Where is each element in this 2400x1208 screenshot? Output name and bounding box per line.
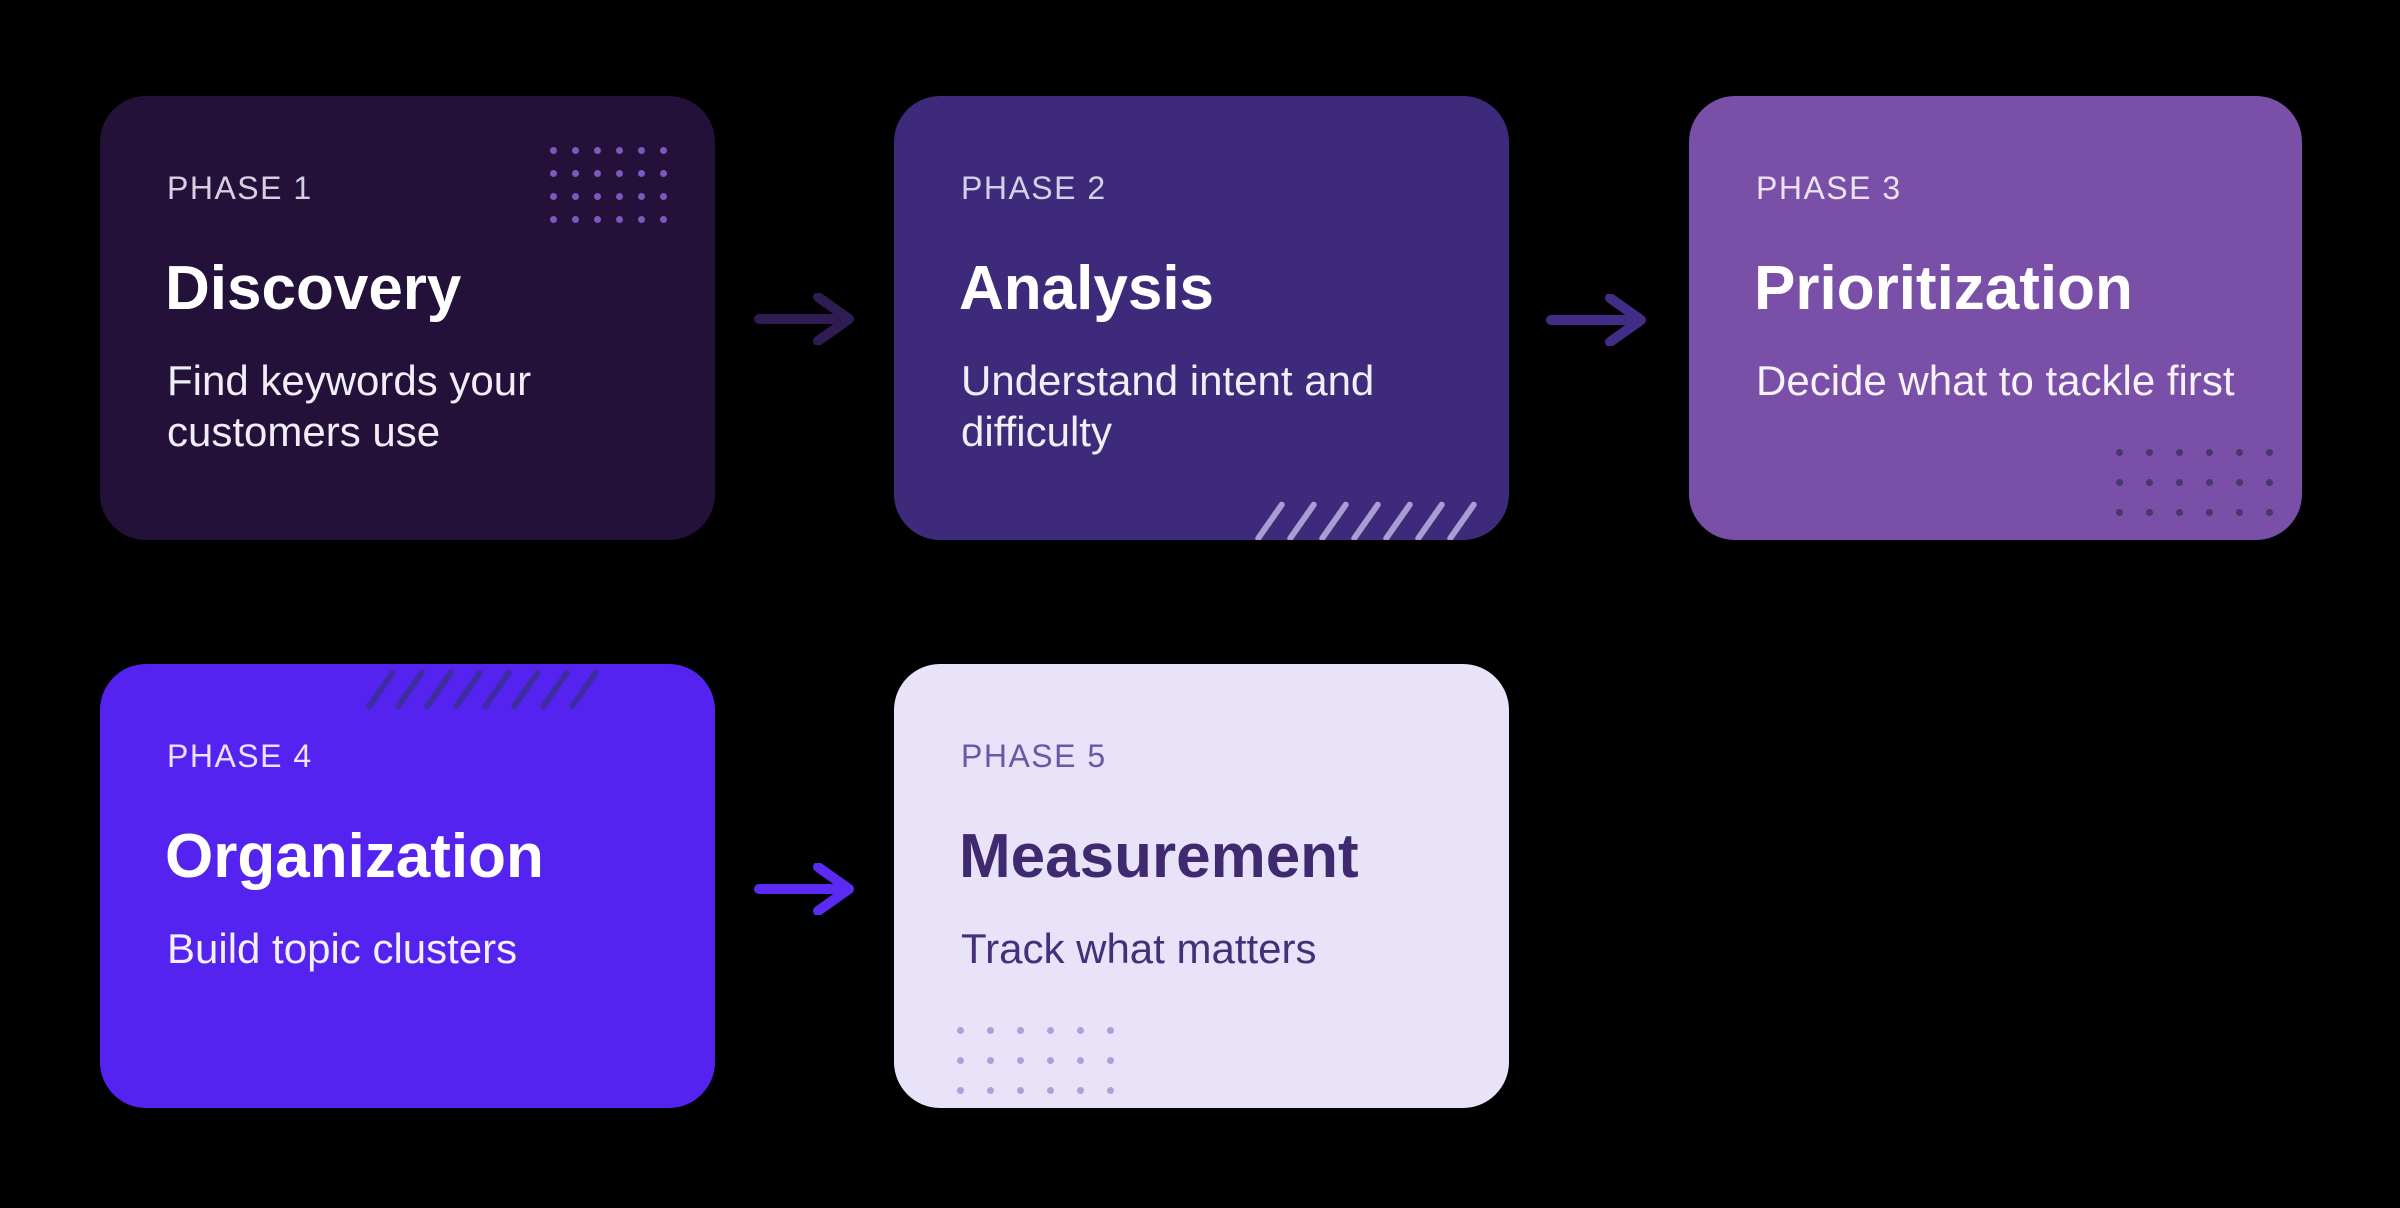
- phase-title: Prioritization: [1754, 254, 2133, 323]
- phase-label: PHASE 1: [167, 170, 313, 206]
- slashes-pattern: [1254, 497, 1478, 540]
- phase-label: PHASE 2: [961, 170, 1107, 206]
- slashes-pattern: [365, 665, 600, 713]
- phase-description: Find keywords your customers use: [167, 357, 532, 455]
- phase-description: Track what matters: [961, 925, 1317, 972]
- phase-title: Discovery: [165, 254, 462, 323]
- phase-card-measurement: PHASE 5 Measurement Track what matters: [894, 664, 1509, 1108]
- phase-card-discovery: PHASE 1 Discovery Find keywords your cus…: [100, 96, 715, 540]
- dots-pattern: [957, 1027, 1114, 1094]
- phase-card-analysis: PHASE 2 Analysis Understand intent and d…: [894, 96, 1509, 540]
- phase-card-prioritization: PHASE 3 Prioritization Decide what to ta…: [1689, 96, 2302, 540]
- phase-description: Understand intent and difficulty: [961, 357, 1375, 455]
- phase-description: Decide what to tackle first: [1756, 357, 2235, 404]
- phase-description: Build topic clusters: [167, 925, 518, 972]
- phase-label: PHASE 3: [1756, 170, 1902, 206]
- dots-pattern: [550, 147, 667, 223]
- arrow-right-icon: [754, 863, 854, 915]
- phase-title: Measurement: [959, 822, 1359, 891]
- arrow-right-icon: [754, 293, 854, 345]
- phase-title: Analysis: [959, 254, 1215, 323]
- phase-label: PHASE 4: [167, 738, 313, 774]
- phase-label: PHASE 5: [961, 738, 1107, 774]
- phase-title: Organization: [165, 822, 544, 891]
- dots-pattern: [2116, 449, 2273, 516]
- arrow-right-icon: [1546, 294, 1646, 346]
- phase-card-organization: PHASE 4 Organization Build topic cluster…: [100, 664, 715, 1108]
